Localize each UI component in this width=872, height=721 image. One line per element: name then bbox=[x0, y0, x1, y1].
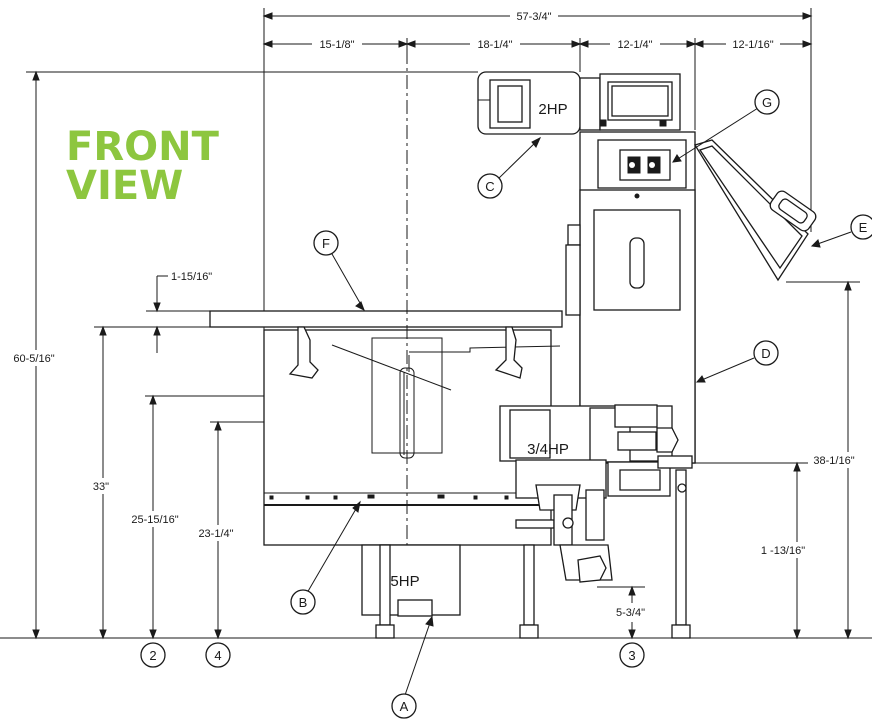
dim-overall-width: 57-3/4" bbox=[516, 11, 551, 23]
dim-5-3-4: 5-3/4" bbox=[616, 607, 645, 619]
overall-height-dimension: 60-5/16" bbox=[4, 70, 478, 640]
callout-c: C bbox=[477, 136, 542, 199]
dim-23-1-4: 23-1/4" bbox=[198, 528, 233, 540]
chute bbox=[694, 139, 817, 282]
dim-overall-height: 60-5/16" bbox=[13, 353, 54, 365]
dim-1-13-16: 1 -13/16" bbox=[761, 545, 805, 557]
dim-right-height: 38-1/16" bbox=[813, 455, 854, 467]
callout-4: 4 bbox=[205, 642, 231, 668]
dim-table-thickness: 1-15/16" bbox=[171, 271, 212, 283]
callout-g: G bbox=[672, 89, 780, 163]
svg-text:A: A bbox=[400, 699, 409, 714]
top-dimensions: 57-3/4" 15-1/8" 18-1/4" 12-1/4" 12-1/16" bbox=[262, 8, 813, 330]
motor-2hp-label: 2HP bbox=[538, 101, 567, 118]
callout-f: F bbox=[313, 230, 365, 312]
svg-text:G: G bbox=[762, 95, 772, 110]
right-dimensions: 38-1/16" 1 -13/16" 5-3/4" bbox=[597, 280, 868, 640]
motor-5hp-label: 5HP bbox=[390, 573, 419, 590]
svg-text:F: F bbox=[322, 236, 330, 251]
callout-e: E bbox=[810, 214, 872, 248]
title-view: VIEW bbox=[66, 163, 183, 209]
dim-top-seg1: 15-1/8" bbox=[319, 39, 354, 51]
top-motor: 2HP bbox=[477, 71, 681, 135]
bottom-motor: 5HP bbox=[361, 544, 461, 617]
dim-table-height: 33" bbox=[93, 481, 109, 493]
callout-d: D bbox=[695, 340, 779, 383]
dim-25-15-16: 25-15/16" bbox=[131, 514, 178, 526]
callout-a: A bbox=[391, 615, 434, 719]
dim-top-seg3: 12-1/4" bbox=[617, 39, 652, 51]
table-top bbox=[209, 310, 563, 379]
svg-text:2: 2 bbox=[149, 648, 156, 663]
svg-text:B: B bbox=[299, 595, 308, 610]
svg-text:4: 4 bbox=[214, 648, 221, 663]
svg-text:C: C bbox=[485, 179, 494, 194]
callout-3: 3 bbox=[619, 642, 645, 668]
svg-text:E: E bbox=[859, 220, 868, 235]
callout-b: B bbox=[290, 500, 361, 615]
dim-top-seg2: 18-1/4" bbox=[477, 39, 512, 51]
svg-text:3: 3 bbox=[628, 648, 635, 663]
title-front: FRONT bbox=[66, 124, 220, 170]
motor-3-4hp-label: 3/4HP bbox=[527, 441, 569, 458]
svg-text:D: D bbox=[761, 346, 770, 361]
dim-top-seg4: 12-1/16" bbox=[732, 39, 773, 51]
legs bbox=[375, 469, 691, 639]
callout-2: 2 bbox=[140, 642, 166, 668]
mid-motor: 3/4HP bbox=[499, 404, 693, 583]
